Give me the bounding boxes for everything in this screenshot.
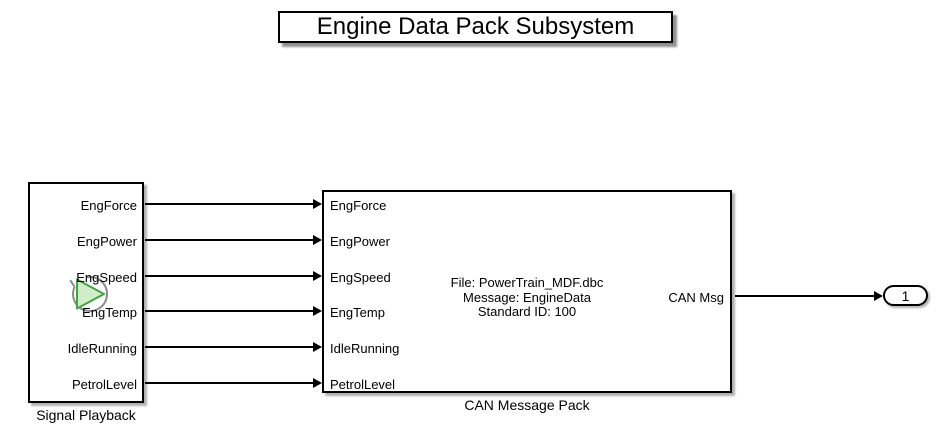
playback-replay-icon [69,276,108,312]
sp-output-port-label: EngPower [77,234,137,249]
can-info-id: Standard ID: 100 [477,304,577,319]
signal-wire-engforce[interactable] [145,203,313,205]
signal-playback-block-name[interactable]: Signal Playback [36,407,136,423]
wire-arrowhead-icon [313,378,322,388]
outport-block[interactable]: 1 [883,285,928,306]
sp-output-port-label: EngForce [80,198,137,213]
wire-arrowhead-icon [313,342,322,352]
sp-output-port-label: IdleRunning [67,341,137,356]
can-input-port-label: EngTemp [330,305,385,320]
wire-arrowhead-icon [313,271,322,281]
can-message-pack-block-name[interactable]: CAN Message Pack [464,397,590,413]
title-text: Engine Data Pack Subsystem [316,13,635,40]
signal-wire-engspeed[interactable] [145,275,313,277]
signal-wire-engtemp[interactable] [145,310,313,312]
signal-playback-block[interactable]: EngForce EngPower EngSpeed EngTemp IdleR… [28,182,144,403]
can-info-file: File: PowerTrain_MDF.dbc [450,275,604,290]
can-input-port-label: IdleRunning [330,341,400,356]
wire-arrowhead-icon [313,235,322,245]
title-annotation[interactable]: Engine Data Pack Subsystem [278,11,673,43]
can-input-port-label: PetrolLevel [330,377,396,392]
wire-arrowhead-icon [313,199,322,209]
sp-output-port-label: EngTemp [82,305,137,320]
wire-arrowhead-icon [313,306,322,316]
can-input-port-label: EngSpeed [330,270,391,285]
can-input-port-label: EngPower [330,234,390,249]
play-triangle-icon [76,278,105,310]
can-input-port-label: EngForce [330,198,387,213]
sp-output-port-label: EngSpeed [76,270,137,285]
signal-wire-engpower[interactable] [145,239,313,241]
can-info-message: Message: EngineData [463,289,591,305]
can-output-port-label: CAN Msg [668,290,724,305]
can-message-pack-block[interactable]: EngForce EngPower EngSpeed EngTemp IdleR… [322,190,732,393]
wire-arrowhead-icon [874,291,883,301]
sp-output-port-label: PetrolLevel [71,377,137,392]
signal-wire-idlerunning[interactable] [145,346,313,348]
outport-number: 1 [901,287,910,304]
signal-wire-petrollevel[interactable] [145,382,313,384]
can-msg-wire[interactable] [735,295,874,297]
can-block-info: File: PowerTrain_MDF.dbc Message: Engine… [324,275,730,320]
